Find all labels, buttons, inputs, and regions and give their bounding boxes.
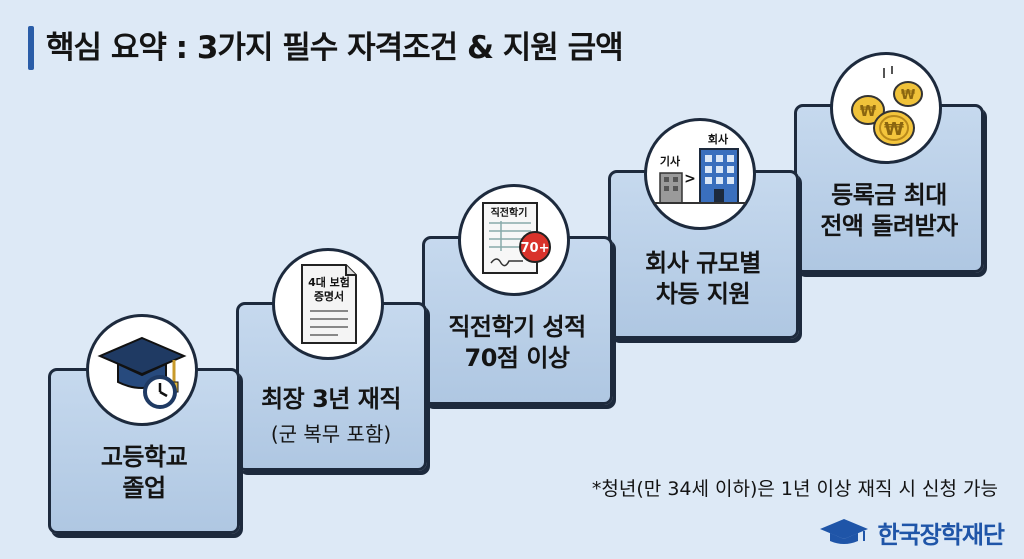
brand-logo: 한국장학재단 xyxy=(818,514,1005,550)
graduation-cap-logo-icon xyxy=(819,519,868,544)
step-3-icon-circle: 직전학기 70+ xyxy=(458,184,570,296)
grade-report-icon: 직전학기 70+ xyxy=(482,202,551,274)
step-2-label: 최장 3년 재직 xyxy=(261,385,401,413)
page-title: 핵심 요약 : 3가지 필수 자격조건 & 지원 금액 xyxy=(46,30,624,66)
brand-name: 한국장학재단 xyxy=(877,520,1005,549)
certificate-text-1: 4대 보험 xyxy=(308,275,350,289)
coin-symbol-3: ₩ xyxy=(884,119,904,140)
step-4-icon-circle: 기사 > 회사 xyxy=(644,118,756,230)
small-company-label: 기사 xyxy=(660,154,681,168)
step-5-icon-circle: ₩ ₩ ₩ xyxy=(830,52,942,164)
large-company-label: 회사 xyxy=(708,132,729,146)
grade-badge: 70+ xyxy=(521,241,550,256)
arrow-icon: > xyxy=(684,171,696,187)
certificate-text-2: 증명서 xyxy=(314,289,344,303)
title-accent-bar xyxy=(28,26,34,70)
step-1-block xyxy=(48,368,240,534)
step-1-icon-circle xyxy=(86,314,198,426)
step-2-sublabel: (군 복무 포함) xyxy=(270,422,392,446)
company-size-icon: 기사 > 회사 xyxy=(654,132,746,204)
coin-symbol-2: ₩ xyxy=(901,88,916,103)
graduation-cap-clock-icon xyxy=(97,336,187,409)
insurance-certificate-icon: 4대 보험 증명서 xyxy=(301,264,357,344)
coin-symbol-1: ₩ xyxy=(860,102,877,120)
step-2-block xyxy=(236,302,427,471)
report-title: 직전학기 xyxy=(491,206,528,219)
step-2-icon-circle: 4대 보험 증명서 xyxy=(272,248,384,360)
eligibility-note: *청년(만 34세 이하)은 1년 이상 재직 시 신청 가능 xyxy=(591,478,998,500)
won-coins-icon: ₩ ₩ ₩ xyxy=(851,66,923,146)
